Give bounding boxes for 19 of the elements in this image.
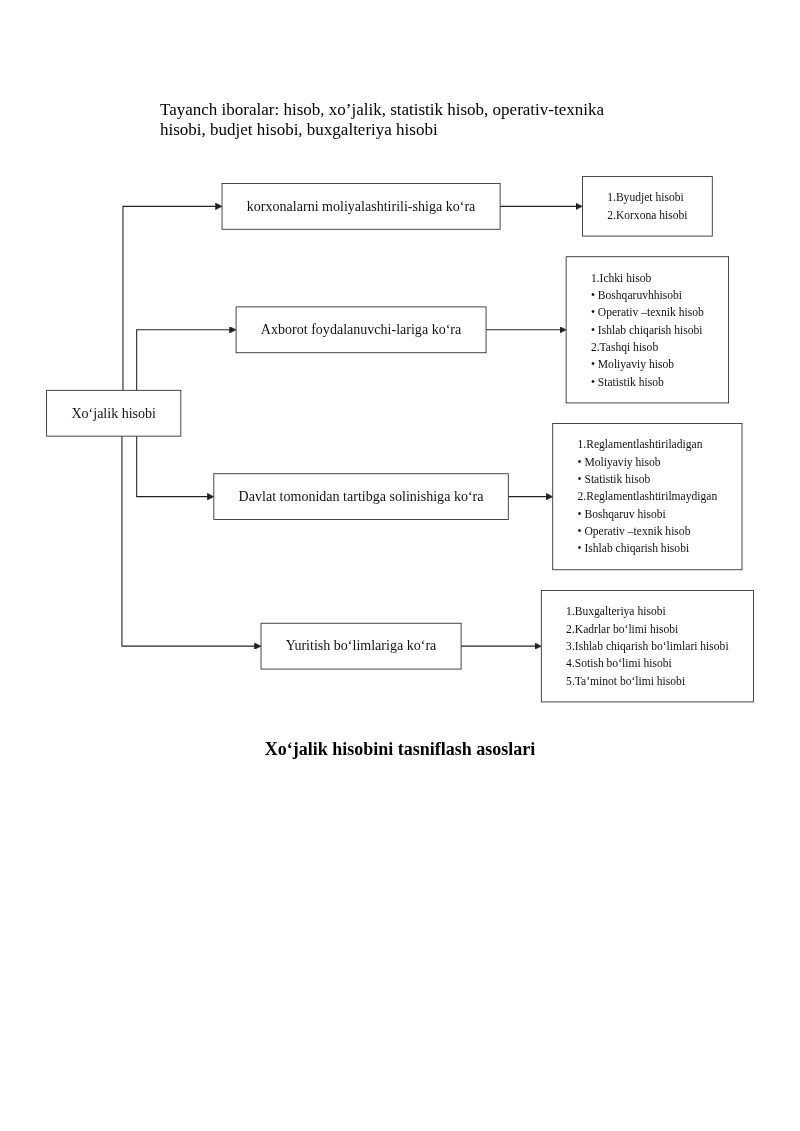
node-box: 1.Buxgalteriya hisobi 2.Kadrlar bo‘limi hisobi 3.Ishlab chiqarish bo‘limlari hisobi 4.Sotish bo‘limi hisobi 5.Ta’minot bo‘limi hisobi	[540, 590, 754, 703]
node-box: 1.Byudjet hisobi 2.Korxona hisobi	[582, 176, 713, 237]
node-box: 1.Ichki hisob • Boshqaruvhhisobi • Operativ –texnik hisob • Ishlab chiqarish hisobi 2.Tashqi hisob • Moliyaviy hisob • Statistik hisob	[565, 256, 729, 404]
arrow	[122, 202, 223, 391]
arrow	[136, 435, 215, 501]
arrow	[121, 435, 262, 650]
arrow	[499, 202, 583, 210]
arrow	[136, 326, 237, 391]
node-box: Yuritish bo‘limlariga ko‘ra	[260, 622, 462, 670]
node-box: Xo‘jalik hisobi	[46, 389, 182, 437]
arrow	[460, 642, 542, 650]
caption: Xo‘jalik hisobini tasniflash asoslari	[263, 738, 537, 760]
node-box: 1.Reglamentlashtiriladigan • Moliyaviy hisob • Statistik hisob 2.Reglamentlashtirilmaydigan • Boshqaruv hisobi • Operativ –texnik hisob • Ishlab chiqarish hisobi	[552, 423, 743, 571]
node-box: korxonalarni moliyalashtirili-shiga ko‘ra	[221, 183, 501, 230]
arrow	[507, 493, 554, 501]
node-box: Davlat tomonidan tartibga solinishiga ko‘ra	[213, 473, 509, 520]
arrow	[485, 326, 567, 334]
node-box: Axborot foydalanuvchi-lariga ko‘ra	[235, 306, 487, 354]
keyword-paragraph: Tayanch iboralar: hisob, xo’jalik, statistik hisob, operativ-texnika hisobi, budjet hisobi, buxgalteriya hisobi	[160, 100, 605, 140]
